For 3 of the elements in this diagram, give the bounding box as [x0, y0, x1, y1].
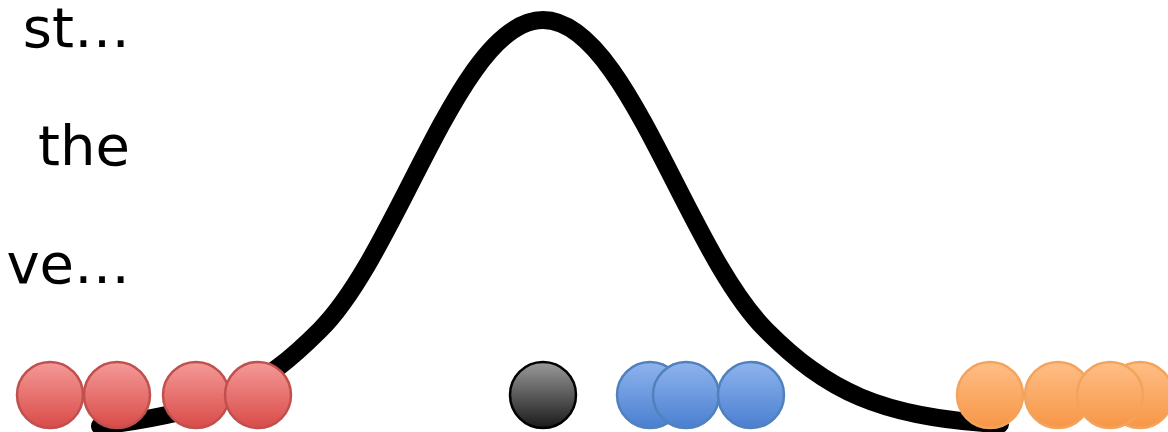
text-fragment: st…	[22, 0, 130, 56]
text-fragment: ve…	[6, 236, 130, 292]
text-fragment: the	[38, 118, 130, 174]
